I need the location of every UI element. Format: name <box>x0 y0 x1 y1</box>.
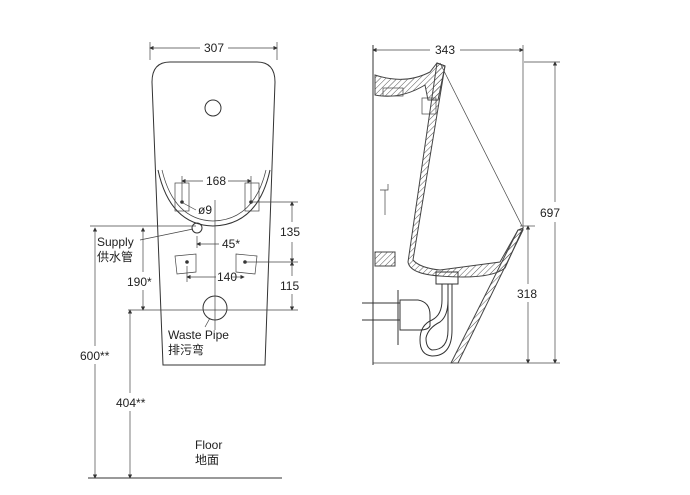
bowl-front-line <box>439 62 523 227</box>
front-body-outline <box>151 61 276 366</box>
width-dim: 307 <box>204 41 224 55</box>
bowl-curve <box>157 169 271 227</box>
floor-label-cn: 地面 <box>195 453 219 467</box>
supply-inlet <box>191 222 203 234</box>
height-dim: 697 <box>540 206 560 220</box>
depth-dim: 343 <box>435 43 455 57</box>
lower-bracket-left <box>174 253 197 275</box>
lower-bracket-right <box>235 253 258 275</box>
waste-height-dim: 404** <box>116 396 146 410</box>
supply-height-dim: 600** <box>80 349 110 363</box>
hole-diameter: ø9 <box>198 203 212 217</box>
bracket-spacing-upper: 168 <box>206 174 226 188</box>
bowl-back-wall <box>407 62 524 278</box>
vertical-lower-dim: 115 <box>280 279 299 293</box>
floor-label: Floor <box>195 438 222 452</box>
waste-label-cn: 排污弯 <box>168 342 204 357</box>
waste-label: Waste Pipe <box>168 328 229 342</box>
supply-offset: 45* <box>222 237 240 251</box>
waste-pipe-stub <box>362 290 400 345</box>
bracket-spacing-lower: 140 <box>217 270 237 284</box>
supply-label: Supply <box>97 235 134 249</box>
s-trap <box>419 284 453 357</box>
front-apron <box>450 229 524 364</box>
lip-height-dim: 318 <box>517 287 537 301</box>
upper-bracket-right <box>244 182 260 212</box>
spud-hole <box>204 99 222 117</box>
front-view: 307 168 ø9 45* 140 135 115 190* 600** 40… <box>80 41 300 479</box>
vertical-upper-dim: 135 <box>280 225 300 239</box>
side-view: 343 697 318 <box>362 43 560 365</box>
drain-strainer <box>435 271 459 285</box>
supply-to-waste-dim: 190* <box>127 275 152 289</box>
supply-label-cn: 供水管 <box>97 249 133 264</box>
